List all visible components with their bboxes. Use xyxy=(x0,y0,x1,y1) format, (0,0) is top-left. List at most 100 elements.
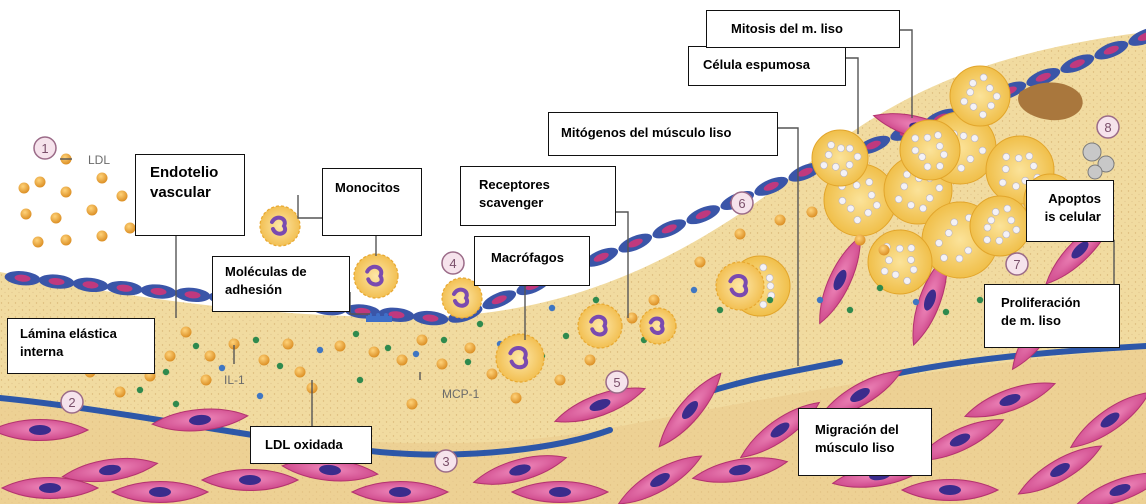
step-2-number: 2 xyxy=(68,395,75,410)
monocyte xyxy=(640,308,676,344)
step-6: 6 xyxy=(731,192,753,214)
ldl-particle xyxy=(511,393,522,404)
ldl-particle xyxy=(407,399,418,410)
ldl-particle xyxy=(807,207,818,218)
chemokine-particle xyxy=(413,351,419,357)
label-celula-espumosa: Célula espumosa xyxy=(688,46,846,86)
chemokine-particle xyxy=(817,297,823,303)
step-7: 7 xyxy=(1006,253,1028,275)
chemokine-particle xyxy=(977,297,983,303)
monocyte xyxy=(578,304,622,348)
ldl-particle xyxy=(259,355,270,366)
monocyte xyxy=(716,262,764,310)
foam-cell xyxy=(868,230,932,294)
step-8-number: 8 xyxy=(1104,120,1111,135)
ldl-label: LDL xyxy=(88,153,110,167)
endothelial-cell xyxy=(616,230,655,257)
label-lamina-elastica-interna: Lámina elástica interna xyxy=(7,318,155,374)
ldl-particle xyxy=(117,191,128,202)
endothelial-cell xyxy=(684,201,723,228)
chemokine-particle xyxy=(593,297,599,303)
chemokine-particle xyxy=(847,307,853,313)
ldl-particle xyxy=(437,359,448,370)
ldl-particle xyxy=(51,213,62,224)
ldl-particle xyxy=(649,295,660,306)
ldl-particle xyxy=(201,375,212,386)
chemokine-particle xyxy=(465,359,471,365)
chemokine-particle xyxy=(385,345,391,351)
endothelial-cell xyxy=(174,286,211,303)
step-1-number: 1 xyxy=(41,141,48,156)
ldl-particle xyxy=(585,355,596,366)
label-proliferacion: Proliferación de m. liso xyxy=(984,284,1120,348)
chemokine-particle xyxy=(767,297,773,303)
moleculas-line2: adhesión xyxy=(225,281,337,299)
ldl-particle xyxy=(465,343,476,354)
label-macrofagos: Macrófagos xyxy=(474,236,590,286)
ldl-particle xyxy=(97,173,108,184)
chemokine-particle xyxy=(691,287,697,293)
chemokine-particle xyxy=(353,331,359,337)
mcp1-label: MCP-1 xyxy=(442,387,480,401)
proliferacion-line1: Proliferación xyxy=(1001,294,1103,312)
ldl-particle xyxy=(417,335,428,346)
label-mitogenos: Mitógenos del músculo liso xyxy=(548,112,778,156)
foam-cell xyxy=(970,196,1030,256)
ldl-particle xyxy=(335,341,346,352)
chemokine-particle xyxy=(913,299,919,305)
ldl-particle xyxy=(855,235,866,246)
proliferacion-line2: de m. liso xyxy=(1001,312,1103,330)
chemokine-particle xyxy=(257,393,263,399)
label-monocitos: Monocitos xyxy=(322,168,422,236)
chemokine-particle xyxy=(137,387,143,393)
chemokine-particle xyxy=(193,343,199,349)
step-5: 5 xyxy=(606,371,628,393)
label-apoptosis: Apoptos is celular xyxy=(1026,180,1114,242)
lamina-line2: interna xyxy=(20,343,142,361)
monocyte xyxy=(260,206,300,246)
moleculas-line1: Moléculas de xyxy=(225,263,337,281)
apoptosis-line2: is celular xyxy=(1039,208,1101,226)
label-receptores-scavenger: Receptores scavenger xyxy=(460,166,616,226)
ldl-particle xyxy=(61,187,72,198)
ldl-particle xyxy=(21,209,32,220)
ldl-particle xyxy=(397,355,408,366)
chemokine-particle xyxy=(477,321,483,327)
ldl-particle xyxy=(87,205,98,216)
step-1: 1 xyxy=(34,137,56,159)
ldl-particle xyxy=(775,215,786,226)
monocyte xyxy=(496,334,544,382)
chemokine-particle xyxy=(549,305,555,311)
ldl-particle xyxy=(369,347,380,358)
receptores-line1: Receptores xyxy=(479,176,597,194)
step-8: 8 xyxy=(1097,116,1119,138)
celula-espumosa-text: Célula espumosa xyxy=(703,56,831,74)
monocyte xyxy=(354,254,398,298)
chemokine-particle xyxy=(163,369,169,375)
label-endotelio-vascular: Endotelio vascular xyxy=(135,154,245,236)
ldl-particle xyxy=(19,183,30,194)
step-4-number: 4 xyxy=(449,256,456,271)
label-mitosis: Mitosis del m. liso xyxy=(706,10,900,48)
step-4: 4 xyxy=(442,252,464,274)
macrofagos-text: Macrófagos xyxy=(491,249,573,267)
apoptosis-line1: Apoptos xyxy=(1039,190,1101,208)
chemokine-particle xyxy=(317,347,323,353)
chemokine-particle xyxy=(357,377,363,383)
endotelio-line2: vascular xyxy=(150,183,230,203)
foam-cell xyxy=(900,120,960,180)
ldl-particle xyxy=(879,245,890,256)
foam-cell xyxy=(812,130,868,186)
ldl-particle xyxy=(295,367,306,378)
lamina-line1: Lámina elástica xyxy=(20,325,142,343)
monocitos-text: Monocitos xyxy=(335,179,409,197)
ldl-particle xyxy=(125,223,136,234)
ldl-particle xyxy=(735,229,746,240)
ldl-particle xyxy=(181,327,192,338)
ldl-particle xyxy=(487,369,498,380)
step-3-number: 3 xyxy=(442,454,449,469)
step-2: 2 xyxy=(61,391,83,413)
label-migracion: Migración del músculo liso xyxy=(798,408,932,476)
step-7-number: 7 xyxy=(1013,257,1020,272)
ldl-particle xyxy=(115,387,126,398)
